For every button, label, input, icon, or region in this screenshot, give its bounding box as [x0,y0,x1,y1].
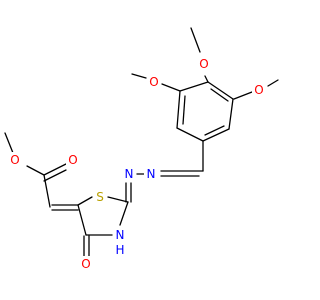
label-bg [8,152,22,168]
bond-o-c-right [233,91,253,100]
atom-sulfur-ring: S [96,190,104,204]
bond-c-o-double-b [43,169,67,182]
label-bg [66,152,80,168]
atom-labels: O O O N N S N H O O O [8,56,266,272]
bonds [4,27,279,257]
label-bg [197,56,211,72]
label-bg [79,256,93,272]
atom-oxygen-methoxy-top: O [199,57,208,71]
atom-hydrogen-ring: H [115,243,124,257]
bond-c-o-double-a [43,163,67,176]
label-bg [147,74,161,90]
atom-oxygen-methoxy-left: O [149,75,158,89]
bond-ring-3 [202,128,230,142]
bond-n3-c2 [119,201,129,226]
bond-ring-inner-2 [204,125,225,136]
bond-o-c-top [204,75,209,83]
atom-oxygen-methoxy-right: O [254,83,263,97]
bond-ch3-o-right [267,79,279,87]
label-bg [113,227,127,243]
bond-ring-1 [207,81,234,100]
label-bg [122,166,136,182]
bond-c5-c4 [77,204,87,236]
bond-o-c-left [161,83,181,92]
bond-ring-2 [228,98,234,130]
atom-nitrogen-imine: N [147,167,156,181]
atom-nitrogen-ring: N [116,228,125,242]
bond-ch3-o-left [131,73,147,79]
bond-ring-inner-3 [182,95,186,125]
atom-oxygen-keto: O [81,257,90,271]
bond-c2-s [107,196,129,203]
molecule-structure-diagram: O O O N N S N H O O O [4,27,279,272]
structure-canvas: O O O N N S N H O O O [4,27,279,272]
bond-ring-5 [176,90,181,129]
bond-ring-inner-1 [210,88,229,102]
bond-s-c5 [77,196,93,206]
label-bg [252,82,266,98]
bond-ring-6 [179,81,209,92]
atom-oxygen-ester-single: O [10,153,19,167]
bond-o-ch3-ester [4,132,14,154]
bond-c-o-single [26,165,45,176]
atom-oxygen-ester-carbonyl: O [68,153,77,167]
atom-nitrogen-hydrazone: N [125,167,134,181]
bond-ring-4 [176,127,204,142]
bond-ch3-o-top [190,27,201,53]
label-bg [93,189,107,205]
label-bg [144,166,158,182]
